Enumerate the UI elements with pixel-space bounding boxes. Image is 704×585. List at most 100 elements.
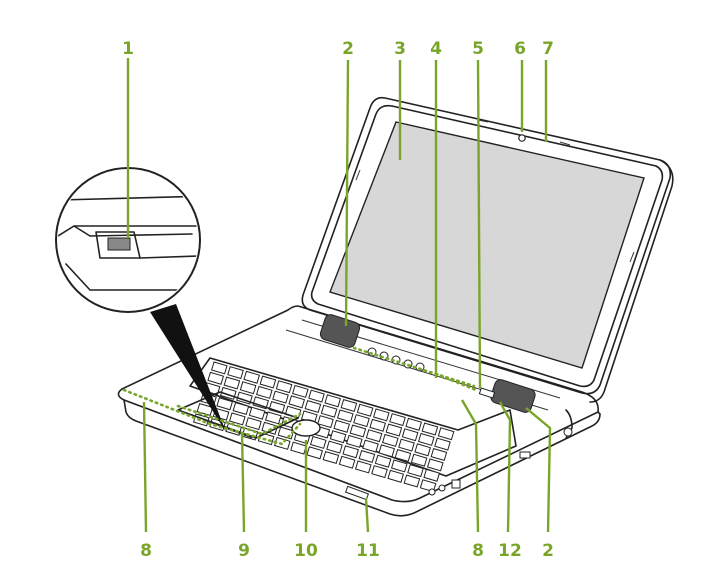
callout-4: 4: [430, 39, 442, 59]
keyboard-key: [317, 415, 334, 429]
keyboard-key: [304, 399, 322, 414]
keyboard-key: [434, 437, 451, 451]
keyboard-key: [381, 433, 399, 447]
callout-11: 11: [356, 541, 380, 561]
palm-rest-region: [122, 388, 302, 446]
laptop-lid: [301, 96, 674, 403]
keyboard-key: [387, 469, 405, 483]
keyboard-key: [232, 401, 250, 416]
media-region: [352, 346, 476, 388]
keyboard-key: [369, 418, 387, 432]
keyboard: [189, 357, 517, 477]
keyboard-key: [394, 448, 412, 463]
keyboard-key: [398, 438, 415, 452]
callout-10: 10: [294, 541, 318, 561]
keyboard-key: [248, 406, 266, 420]
side-ports: [428, 427, 573, 496]
callout-8-right: 8: [472, 541, 484, 561]
keyboard-key: [308, 389, 325, 403]
keyboard-key: [309, 435, 327, 449]
keyboard-key: [385, 423, 403, 437]
keyboard-key: [245, 417, 262, 431]
keyboard-key: [252, 396, 270, 410]
keyboard-key: [272, 390, 289, 404]
keyboard-key: [345, 434, 363, 448]
keyboard-key: [356, 403, 374, 417]
keyboard-key: [239, 381, 257, 395]
keyboard-key: [378, 444, 396, 458]
display-panel: [329, 121, 645, 369]
keyboard-key: [264, 411, 282, 425]
callout-2-top: 2: [342, 39, 354, 59]
keyboard-key: [374, 454, 392, 468]
callout-numbers: 1 2 3 4 5 6 7 8 9 10 11 8 12 2: [122, 39, 554, 561]
keys: [192, 361, 455, 493]
keyboard-key: [421, 422, 439, 436]
touchpad-region: [176, 404, 302, 436]
callout-6: 6: [514, 39, 526, 59]
keyboard-key: [403, 474, 421, 488]
keyboard-key: [353, 414, 370, 428]
keyboard-key: [320, 404, 338, 418]
keyboard-key: [275, 380, 293, 394]
keyboard-key: [210, 361, 228, 375]
keyboard-key: [227, 366, 244, 380]
keyboard-key: [329, 430, 347, 444]
keyboard-key: [288, 395, 306, 409]
keyboard-key: [365, 429, 383, 443]
keyboard-key: [389, 413, 406, 427]
keyboard-key: [324, 394, 342, 408]
keyboard-key: [333, 419, 351, 433]
speaker-left: [319, 314, 361, 348]
keyboard-key: [228, 412, 246, 426]
callout-2-bottom: 2: [542, 541, 554, 561]
fingerprint-sensor: [107, 237, 131, 251]
keyboard-key: [414, 443, 432, 457]
keyboard-key: [354, 460, 372, 474]
keyboard-key: [407, 464, 424, 478]
status-region: [434, 372, 478, 392]
keyboard-key: [423, 468, 441, 482]
speaker-right: [490, 379, 536, 413]
keyboard-key: [340, 398, 358, 413]
callout-7: 7: [542, 39, 554, 59]
keyboard-key: [259, 375, 277, 389]
keyboard-key: [291, 384, 309, 398]
keyboard-key: [417, 432, 435, 446]
webcam: [518, 134, 526, 142]
callout-1: 1: [122, 39, 134, 59]
callout-8-left: 8: [140, 541, 152, 561]
keyboard-key: [338, 455, 356, 469]
keyboard-key: [342, 445, 360, 459]
keyboard-key: [426, 458, 444, 472]
keyboard-key: [401, 428, 419, 442]
leader-lines: [126, 58, 552, 533]
keyboard-key: [336, 409, 354, 423]
callout-12: 12: [498, 541, 522, 561]
keyboard-key: [390, 459, 408, 473]
keyboard-key: [372, 408, 390, 422]
keyboard-key: [358, 449, 376, 464]
keyboard-key: [306, 446, 324, 460]
keyboard-key: [223, 376, 241, 390]
zoom-inset: [55, 167, 226, 432]
callout-9: 9: [238, 541, 250, 561]
keyboard-key: [207, 371, 225, 385]
indicator-button: [478, 387, 496, 399]
keyboard-key: [255, 385, 273, 399]
keyboard-key: [430, 447, 448, 462]
keyboard-key: [362, 439, 379, 453]
keyboard-key: [243, 370, 261, 384]
keyboard-key: [216, 397, 234, 411]
keyboard-key: [349, 424, 367, 438]
keyboard-key: [405, 417, 423, 431]
callout-3: 3: [394, 39, 406, 59]
callout-5: 5: [472, 39, 484, 59]
keyboard-key: [437, 427, 455, 441]
keyboard-key: [322, 450, 340, 465]
keyboard-key: [410, 453, 428, 467]
front-port: [344, 485, 370, 501]
keyboard-key: [326, 440, 343, 454]
keyboard-key: [371, 465, 388, 479]
